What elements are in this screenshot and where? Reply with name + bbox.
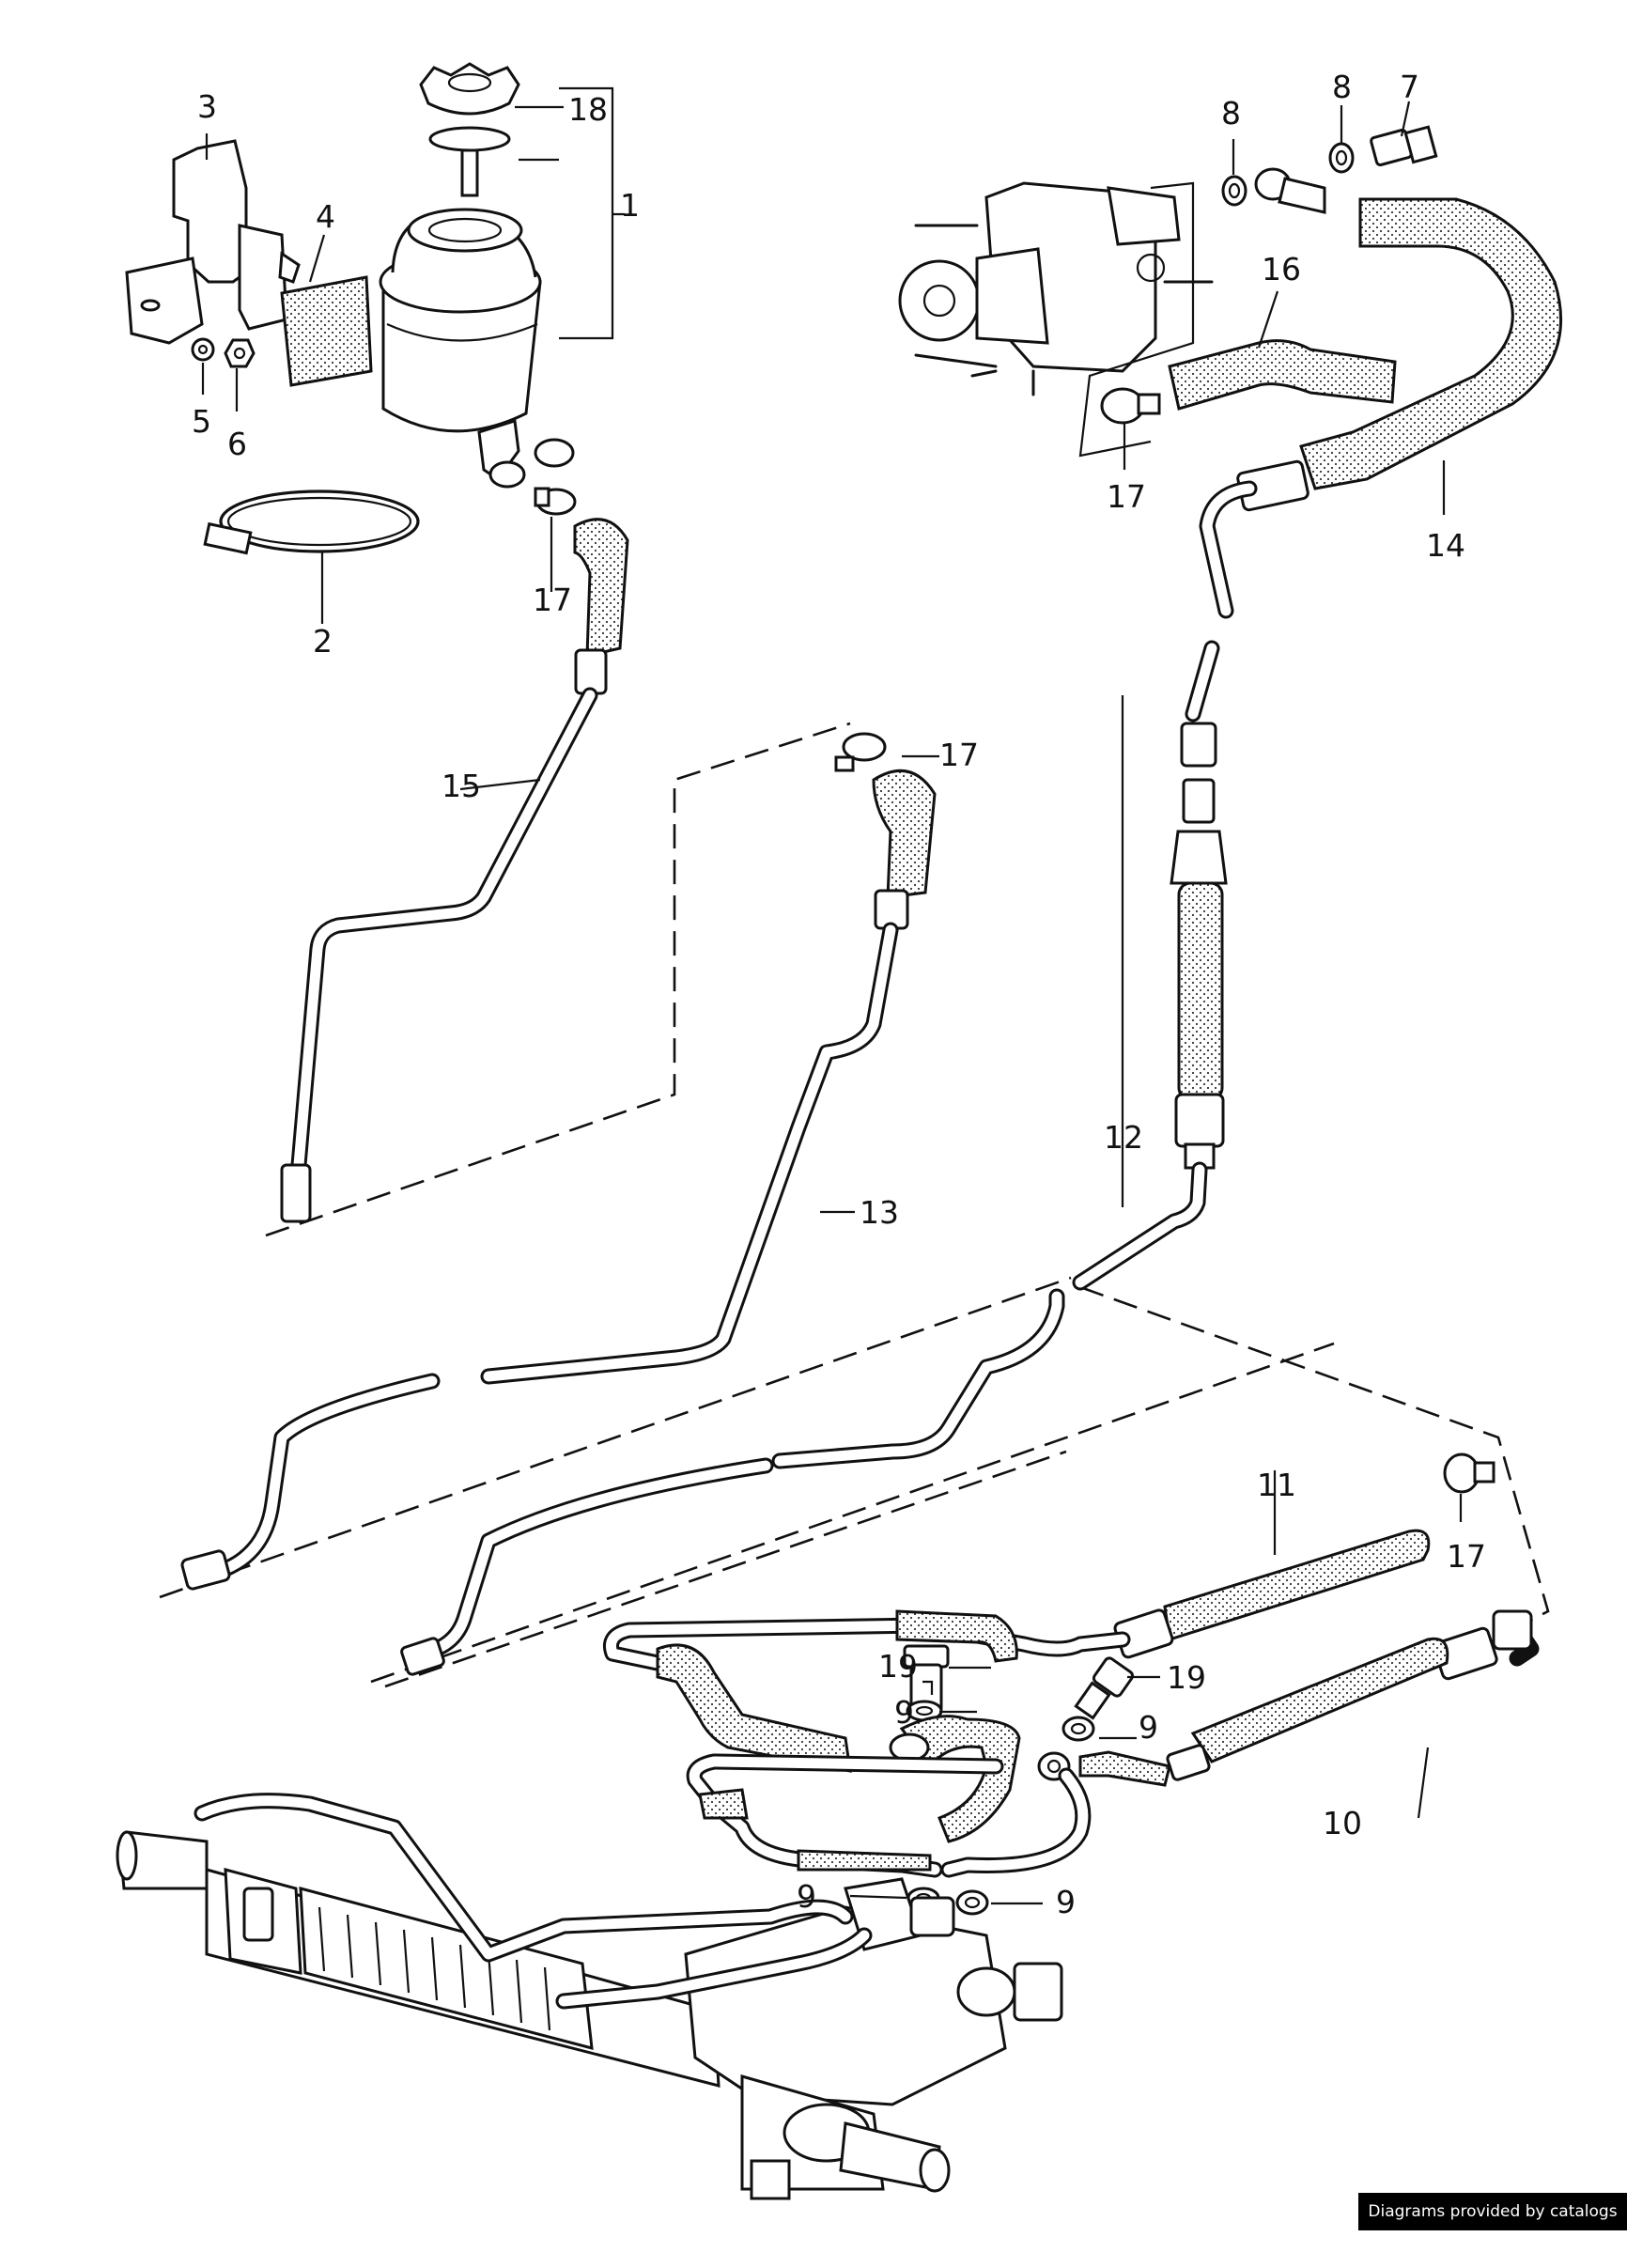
callout-5: 5 bbox=[192, 403, 211, 440]
callout-9-c: 9 bbox=[797, 1878, 816, 1915]
callout-18: 18 bbox=[568, 91, 608, 128]
banjo-bolt-19-b bbox=[1074, 1656, 1135, 1720]
banjo-bolt-19-a bbox=[903, 1644, 950, 1714]
hose-assembly-11 bbox=[603, 1529, 1431, 1773]
callout-17-c: 17 bbox=[1107, 478, 1146, 515]
callout-9-a: 9 bbox=[894, 1694, 914, 1731]
callout-10: 10 bbox=[1323, 1805, 1362, 1841]
return-line-13 bbox=[180, 769, 937, 1591]
callout-8-b: 8 bbox=[1332, 69, 1352, 105]
callout-4: 4 bbox=[316, 198, 335, 235]
callout-17-b: 17 bbox=[939, 737, 979, 773]
dashed-guide-lower bbox=[384, 1450, 1067, 1688]
clamp-17-c bbox=[1100, 387, 1161, 425]
callout-19-a: 19 bbox=[878, 1648, 918, 1685]
callout-9-b: 9 bbox=[1139, 1709, 1158, 1746]
pump-detail-frame bbox=[1078, 181, 1195, 458]
washer-9-b bbox=[1061, 1716, 1095, 1742]
pressure-line-12 bbox=[400, 722, 1228, 1676]
clamp-17-d bbox=[1443, 1452, 1495, 1494]
callout-19-b: 19 bbox=[1167, 1659, 1206, 1696]
washer-9-d bbox=[955, 1889, 989, 1916]
washer-8-a bbox=[1221, 175, 1247, 207]
reservoir-cap bbox=[419, 62, 520, 197]
callout-15: 15 bbox=[442, 768, 481, 804]
callout-12: 12 bbox=[1104, 1119, 1143, 1156]
clamp-17-a bbox=[534, 487, 577, 516]
banjo-bolt-7 bbox=[1370, 125, 1438, 167]
callout-17-a: 17 bbox=[533, 582, 572, 618]
cap-seal-ring bbox=[428, 126, 511, 152]
callout-1: 1 bbox=[620, 187, 640, 224]
callout-7: 7 bbox=[1400, 69, 1419, 105]
callout-17-d: 17 bbox=[1447, 1538, 1486, 1575]
nut-6 bbox=[224, 338, 256, 368]
callout-6: 6 bbox=[227, 426, 247, 462]
callout-11: 11 bbox=[1257, 1467, 1296, 1503]
callout-labels: 1 2 3 4 5 6 7 8 8 9 9 9 9 10 11 12 13 14… bbox=[192, 69, 1486, 1920]
steering-rack bbox=[116, 1793, 1063, 2200]
callout-3: 3 bbox=[197, 88, 217, 125]
dashed-guide-upper bbox=[265, 722, 851, 1237]
pressure-hose-14 bbox=[1185, 167, 1562, 722]
washer-5 bbox=[191, 337, 215, 362]
reservoir-bracket bbox=[125, 139, 301, 345]
washer-8-b bbox=[1328, 142, 1355, 174]
leader-lines bbox=[201, 86, 1463, 1905]
callout-16: 16 bbox=[1262, 251, 1301, 287]
return-hose-15 bbox=[280, 518, 629, 1223]
steering-pump bbox=[898, 181, 1214, 396]
callout-14: 14 bbox=[1426, 527, 1465, 564]
callout-9-d: 9 bbox=[1056, 1884, 1076, 1920]
clamp-17-b bbox=[834, 732, 887, 772]
callout-13: 13 bbox=[860, 1194, 899, 1231]
pressure-hose-10 bbox=[686, 1609, 1540, 1878]
fluid-reservoir bbox=[379, 208, 575, 489]
credit-banner: Diagrams provided by catalogs parts bbox=[1358, 2193, 1627, 2259]
suction-hose-16 bbox=[1168, 339, 1397, 411]
reservoir-pad bbox=[280, 275, 373, 387]
callout-2: 2 bbox=[313, 623, 333, 660]
callout-8-a: 8 bbox=[1221, 95, 1241, 132]
hose-clamp-band bbox=[203, 489, 420, 555]
